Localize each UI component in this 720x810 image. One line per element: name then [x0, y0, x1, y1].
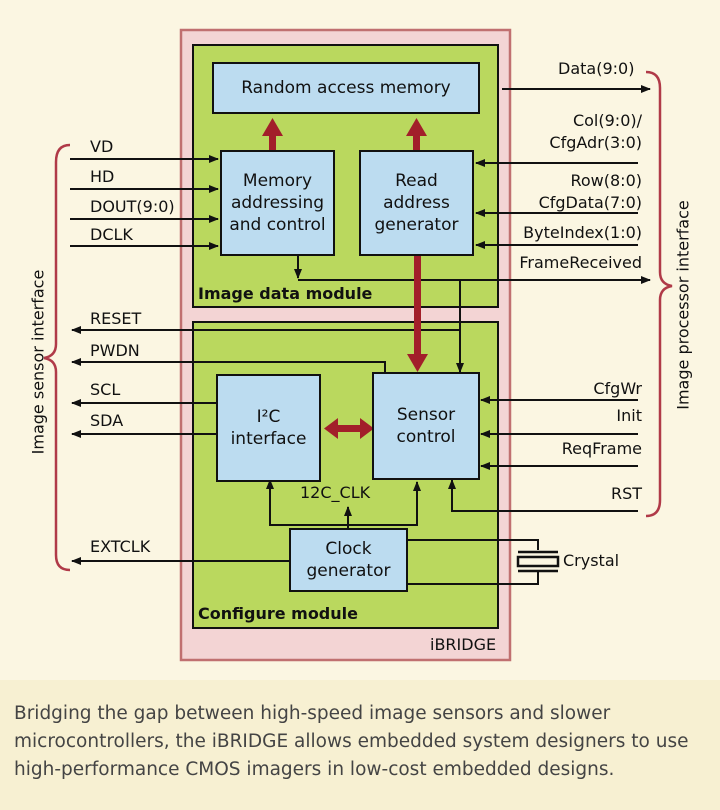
read-addr-line-3: generator — [374, 215, 459, 235]
ibridge-chip-label: iBRIDGE — [430, 635, 497, 654]
i2c-interface-block: I²C interface — [216, 374, 321, 482]
crystal-label: Crystal — [563, 551, 620, 570]
signal-row: Row(8:0) — [570, 171, 642, 190]
configure-module-label: Configure module — [198, 604, 358, 623]
signal-hd: HD — [90, 167, 115, 186]
signal-dclk: DCLK — [90, 225, 133, 244]
image-data-module-label: Image data module — [198, 284, 373, 303]
sensor-control-line-2: control — [396, 427, 456, 447]
signal-sda: SDA — [90, 411, 124, 430]
signal-reset: RESET — [90, 309, 142, 328]
sensor-control-line-1: Sensor — [396, 405, 456, 425]
clock-gen-line-1: Clock — [325, 539, 372, 559]
clock-generator-block: Clock generator — [289, 528, 408, 592]
i2c-line-2: interface — [230, 429, 307, 449]
signal-dout: DOUT(9:0) — [90, 197, 175, 216]
clock-lines — [266, 479, 539, 585]
memory-addressing-block: Memory addressing and control — [220, 150, 335, 256]
mem-addr-line-1: Memory — [242, 171, 313, 191]
i2c-line-1: I²C — [256, 407, 281, 427]
read-addr-line-2: address — [383, 193, 450, 213]
mem-addr-line-2: addressing — [230, 193, 325, 213]
figure-caption: Bridging the gap between high-speed imag… — [0, 680, 720, 810]
signal-col: Col(9:0)/ — [572, 111, 642, 130]
clock-gen-line-2: generator — [306, 561, 391, 581]
signal-extclk: EXTCLK — [90, 537, 151, 556]
ram-label: Random access memory — [241, 78, 451, 98]
signal-vd: VD — [90, 137, 114, 156]
ibridge-block-diagram: Random access memory Memory addressing a… — [28, 28, 693, 662]
signal-init: Init — [616, 406, 642, 425]
signal-byteindex: ByteIndex(1:0) — [523, 223, 642, 242]
image-sensor-brace — [43, 143, 71, 572]
random-access-memory-block: Random access memory — [212, 62, 480, 114]
signal-pwdn: PWDN — [90, 341, 140, 360]
image-processor-brace — [645, 70, 673, 518]
bus-arrows — [262, 118, 428, 439]
caption-text: Bridging the gap between high-speed imag… — [14, 703, 689, 780]
crystal-symbol — [516, 550, 560, 573]
read-address-generator-block: Read address generator — [359, 150, 474, 256]
image-sensor-interface-label: Image sensor interface — [28, 269, 48, 455]
sensor-input-lines — [70, 155, 219, 250]
mem-addr-line-3: and control — [229, 215, 326, 235]
signal-cfgadr: CfgAdr(3:0) — [549, 133, 642, 152]
signal-scl: SCL — [90, 380, 121, 399]
read-addr-line-1: Read — [395, 171, 438, 191]
signal-cfgdata: CfgData(7:0) — [538, 193, 642, 212]
signal-reqframe: ReqFrame — [561, 439, 642, 458]
image-processor-interface-label: Image processor interface — [673, 200, 693, 410]
signal-rst: RST — [610, 484, 642, 503]
i2c-clk-label: 12C_CLK — [300, 483, 371, 502]
sensor-control-block: Sensor control — [372, 372, 480, 480]
signal-cfgwr: CfgWr — [593, 379, 642, 398]
signal-framereceived: FrameReceived — [519, 253, 642, 272]
signal-data: Data(9:0) — [558, 59, 635, 78]
processor-lines — [294, 85, 651, 512]
